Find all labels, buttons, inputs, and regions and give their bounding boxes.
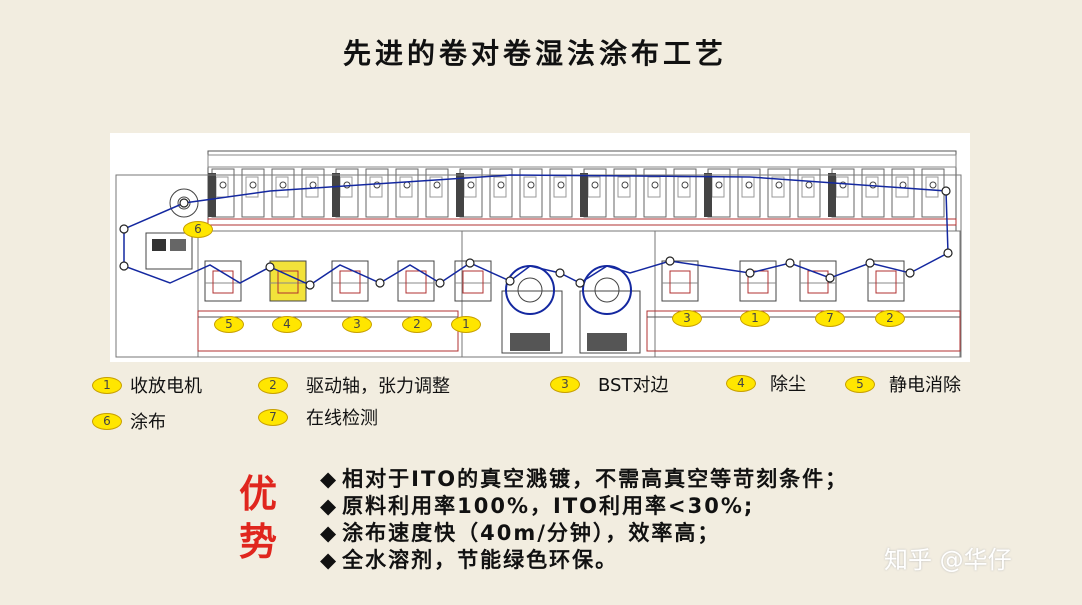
advantage-item-1: ◆相对于ITO的真空溅镀，不需高真空等苛刻条件；: [320, 467, 849, 491]
advantage-item-4: ◆全水溶剂，节能绿色环保。: [320, 548, 619, 572]
advantages-label-char-2: 势: [238, 520, 277, 564]
page-title: 先进的卷对卷湿法涂布工艺: [342, 37, 727, 70]
diagram-badge-4: 4: [272, 313, 302, 333]
legend-item-7: 7 在线检测: [258, 404, 378, 430]
watermark: 知乎 @华仔: [884, 546, 1012, 574]
machine-drawing: [115, 150, 962, 358]
advantages-label-char-1: 优: [238, 472, 277, 516]
badge-1: 1: [92, 376, 122, 394]
diagram-badge-6: 6: [183, 218, 213, 238]
legend-item-6: 6 涂布: [92, 408, 166, 434]
legend-label: 静电消除: [889, 375, 961, 396]
badge-4: 4: [726, 374, 756, 392]
bullet-icon: ◆: [320, 494, 339, 518]
badge-6: 6: [92, 412, 122, 430]
advantages-label: 优 势: [236, 470, 280, 566]
legend-item-1: 1 收放电机: [92, 372, 202, 398]
diagram-badge-7: 7: [815, 307, 845, 327]
advantages-list: ◆相对于ITO的真空溅镀，不需高真空等苛刻条件； ◆原料利用率100%，ITO利…: [320, 466, 848, 574]
bullet-icon: ◆: [320, 548, 339, 572]
legend-item-2: 2 驱动轴，张力调整: [258, 372, 450, 398]
badge-3: 3: [550, 375, 580, 393]
diagram-badge-2: 2: [402, 313, 432, 333]
legend-label: 收放电机: [130, 376, 202, 397]
advantage-item-3: ◆涂布速度快（40m/分钟），效率高；: [320, 521, 721, 545]
legend-item-3: 3 BST对边: [550, 371, 668, 397]
badge-5: 5: [845, 375, 875, 393]
bullet-icon: ◆: [320, 521, 339, 545]
legend-label: BST对边: [598, 375, 669, 396]
advantage-item-2: ◆原料利用率100%，ITO利用率<30%;: [320, 494, 755, 518]
legend-label: 驱动轴，张力调整: [306, 376, 450, 397]
diagram-badge-1: 1: [451, 313, 481, 333]
badge-2: 2: [258, 376, 288, 394]
legend-label: 除尘: [770, 374, 806, 395]
coating-machine-diagram: 5 4 3 2 1 3 1 7 2 6: [110, 133, 970, 362]
legend-item-5: 5 静电消除: [845, 371, 961, 397]
legend-item-4: 4 除尘: [726, 370, 806, 396]
coating-head-right: [579, 265, 641, 354]
legend-label: 涂布: [130, 412, 166, 433]
diagram-badge-2b: 2: [875, 307, 905, 327]
legend-label: 在线检测: [306, 408, 378, 429]
badge-7: 7: [258, 408, 288, 426]
bullet-icon: ◆: [320, 467, 339, 491]
diagram-badge-3b: 3: [672, 307, 702, 327]
diagram-badge-5: 5: [214, 313, 244, 333]
diagram-badge-3: 3: [342, 313, 372, 333]
diagram-badge-1b: 1: [740, 307, 770, 327]
coating-head-left: [501, 265, 563, 354]
